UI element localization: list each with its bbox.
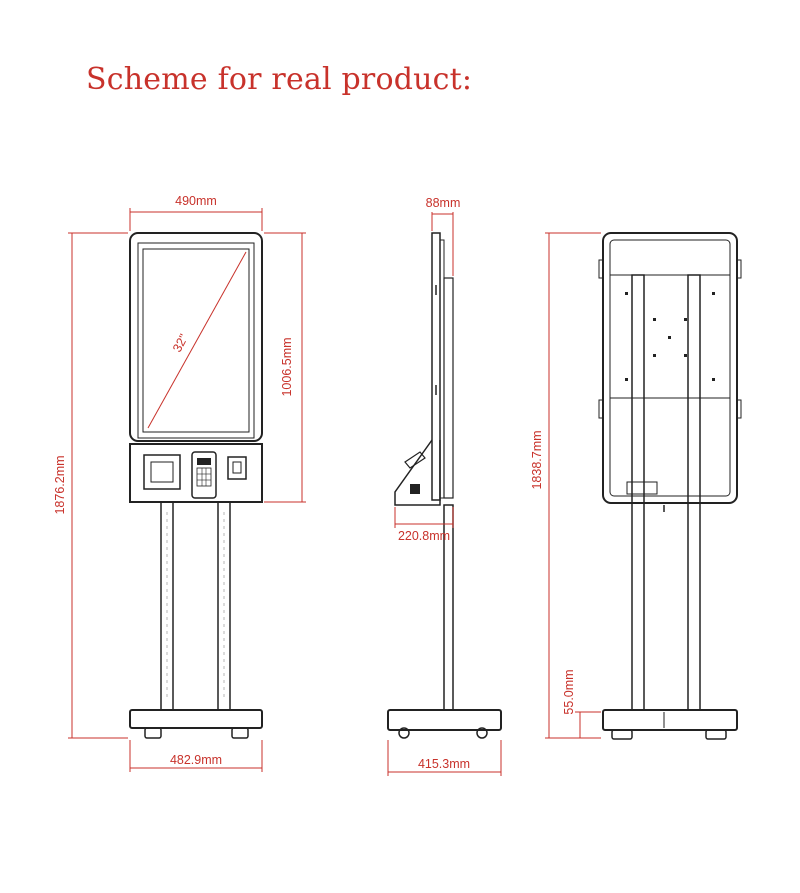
screen-height-label: 1006.5mm — [280, 337, 294, 396]
back-base — [602, 709, 738, 731]
side-rear-bracket — [443, 277, 454, 499]
front-view: 32" 490mm 1006.5 — [53, 194, 306, 772]
base-width-label: 482.9mm — [170, 753, 222, 767]
side-view: 88mm 220.8mm 415.3mm — [387, 196, 502, 776]
front-left-wheel — [144, 727, 162, 739]
side-base — [387, 709, 502, 731]
vesa-mount-holes — [625, 292, 715, 381]
back-right-pole — [687, 274, 701, 711]
shelf-depth-label: 220.8mm — [398, 529, 450, 543]
total-height-label: 1876.2mm — [53, 455, 67, 514]
foot-height-label: 55.0mm — [562, 669, 576, 714]
back-height-label: 1838.7mm — [530, 430, 544, 489]
back-panel — [602, 232, 738, 504]
back-view: 1838.7mm 55.0mm — [530, 232, 742, 740]
front-screen-panel — [142, 248, 250, 433]
keypad-buttons — [196, 458, 212, 487]
front-right-wheel — [231, 727, 249, 739]
side-screen-profile — [431, 232, 441, 501]
page-title: Scheme for real product: — [86, 62, 473, 97]
screen-diagonal-line — [147, 251, 247, 429]
back-left-pole — [631, 274, 645, 711]
side-payment-shelf — [394, 439, 441, 506]
back-panel-inner — [609, 239, 731, 497]
front-screen-housing — [129, 232, 263, 442]
base-depth-label: 415.3mm — [418, 757, 470, 771]
diagonal-label: 32" — [170, 332, 191, 355]
side-right-wheel — [476, 727, 488, 739]
scanner-window — [227, 456, 247, 480]
front-base — [129, 709, 263, 729]
front-screen-bezel — [137, 242, 255, 439]
front-payment-module — [129, 443, 263, 503]
back-left-wheel — [611, 729, 633, 740]
receipt-printer — [143, 454, 181, 490]
side-left-wheel — [398, 727, 410, 739]
top-depth-label: 88mm — [426, 196, 461, 210]
card-reader-keypad — [191, 451, 217, 499]
back-right-wheel — [705, 729, 727, 740]
width-label: 490mm — [175, 194, 217, 208]
